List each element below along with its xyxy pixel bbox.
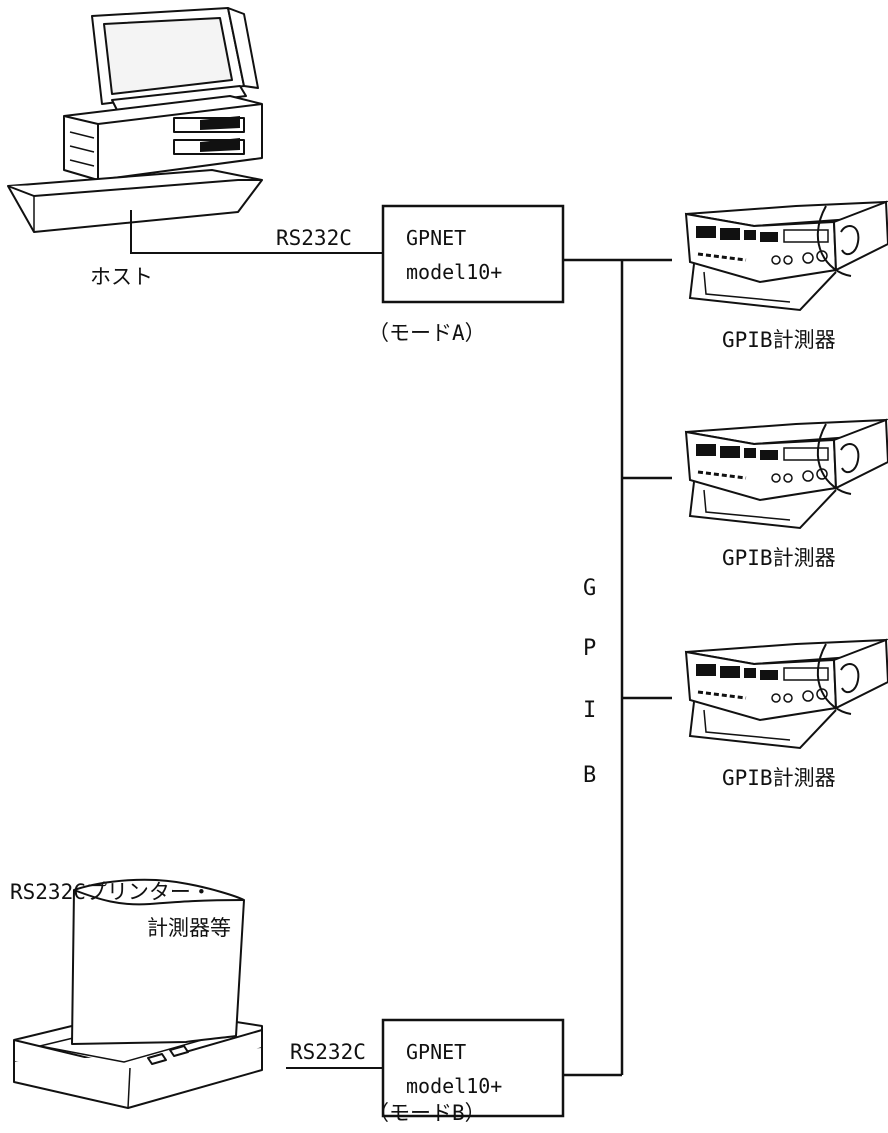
upper-unit-mode: （モードA） [368,323,486,344]
lower-rs232c-label: RS232C [290,1042,366,1063]
gpib-letter-p: P [583,638,596,660]
gpib-bus [563,260,672,1075]
lower-unit-line1: GPNET [406,1038,466,1066]
gpib-letter-g: G [583,578,596,600]
gpib-letter-b: B [583,765,596,787]
instrument-label-2: GPIB計測器 [722,548,836,569]
printer-icon [14,880,262,1108]
upper-unit-line2: model10+ [406,258,502,286]
measuring-instrument-icon-3 [686,640,888,748]
upper-rs232c-label: RS232C [276,228,352,249]
desktop-computer-icon [8,8,262,232]
printer-label-line1: RS232Cプリンター・ [10,882,212,903]
instrument-label-3: GPIB計測器 [722,768,836,789]
upper-unit-line1: GPNET [406,224,466,252]
lower-unit-mode: （モードB） [368,1103,486,1124]
instrument-label-1: GPIB計測器 [722,330,836,351]
measuring-instrument-icon-2 [686,420,888,528]
lower-unit-line2: model10+ [406,1072,502,1100]
host-label: ホスト [90,267,153,288]
measuring-instrument-icon-1 [686,202,888,310]
printer-label-line2: 計測器等 [147,918,231,939]
gpib-letter-i: I [583,700,596,722]
gpnet-upper-box [383,206,563,302]
